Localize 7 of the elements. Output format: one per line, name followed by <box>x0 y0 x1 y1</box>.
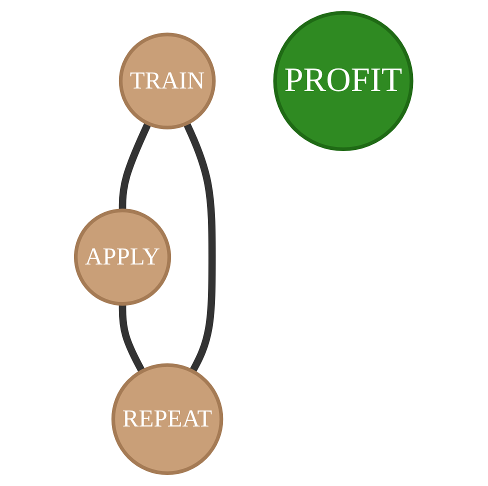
node-circle: REPEAT <box>112 363 224 476</box>
node-circle: PROFIT <box>274 10 414 152</box>
connector <box>184 122 216 374</box>
connector <box>119 304 146 374</box>
node-circle: TRAIN <box>119 32 216 130</box>
node-circle: APPLY <box>74 208 172 306</box>
connector <box>119 122 152 210</box>
